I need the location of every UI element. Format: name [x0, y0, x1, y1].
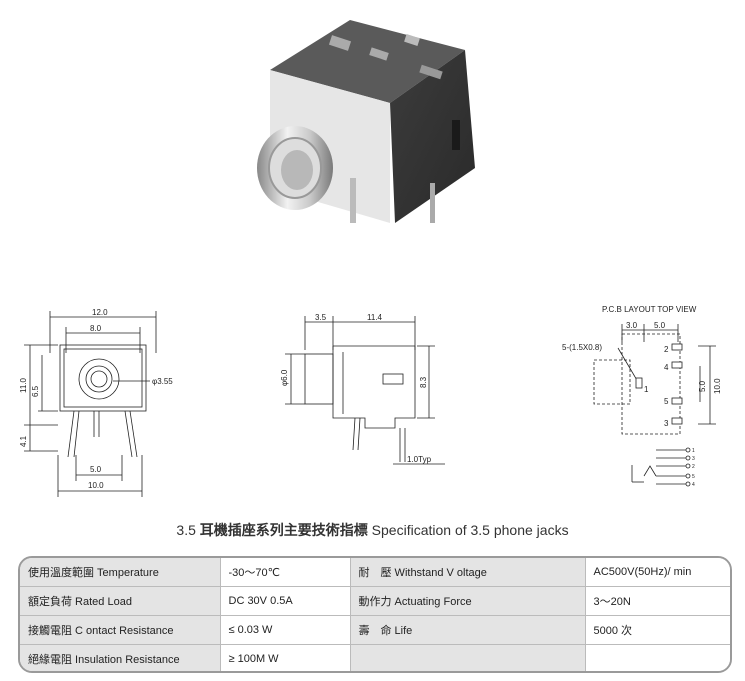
spec-label: 額定負荷 Rated Load [20, 586, 221, 616]
title-num: 3.5 [176, 522, 196, 538]
spec-value: DC 30V 0.5A [220, 586, 351, 616]
dim-hole-dia: φ3.55 [152, 377, 173, 386]
pcb-pin-label: 5 [664, 397, 669, 406]
dim-d2: 5.0 [654, 321, 666, 330]
title-zh: 耳機插座系列主要技術指標 [199, 522, 368, 538]
product-photo [257, 20, 475, 223]
spec-value: ≤ 0.03 W [220, 615, 351, 645]
dim-height-total: 11.0 [19, 377, 28, 393]
spec-value: 3～20N [585, 586, 730, 616]
dim-top-left: 3.5 [315, 313, 327, 322]
title-en: Specification of 3.5 phone jacks [371, 522, 569, 538]
dim-hole: 5-(1.5X0.8) [562, 343, 602, 352]
pcb-pin-label: 2 [664, 345, 669, 354]
dim-bottom-width: 10.0 [88, 481, 104, 490]
spec-table: 使用溫度範圍 Temperature -30～70℃ 耐 壓 Withstand… [18, 556, 732, 673]
spec-value: 5000 次 [585, 615, 730, 645]
spec-label: 使用溫度範圍 Temperature [20, 558, 221, 587]
dim-v1: 5.0 [698, 380, 707, 392]
pcb-pin-label: 4 [664, 363, 669, 372]
dim-inner-width: 8.0 [90, 324, 102, 333]
schematic-pin: 5 [692, 474, 695, 480]
spec-value: ≥ 100M W [220, 644, 351, 671]
pcb-layout-drawing: P.C.B LAYOUT TOP VIEW 3.0 5.0 5-(1.5X0.8… [562, 305, 722, 488]
spec-label [350, 644, 586, 671]
table-row: 使用溫度範圍 Temperature -30～70℃ 耐 壓 Withstand… [20, 558, 730, 587]
spec-value: -30～70℃ [220, 558, 351, 587]
spec-label: 壽 命 Life [350, 615, 586, 645]
dim-height-mid: 6.5 [31, 385, 40, 397]
schematic-pin: 4 [692, 482, 695, 488]
table-row: 額定負荷 Rated Load DC 30V 0.5A 動作力 Actuatin… [20, 586, 730, 616]
table-row: 接觸電阻 C ontact Resistance ≤ 0.03 W 壽 命 Li… [20, 615, 730, 645]
schematic-pin: 2 [692, 464, 695, 470]
dim-v2: 10.0 [713, 378, 722, 394]
pcb-pin-label: 3 [664, 419, 669, 428]
dim-d1: 3.0 [626, 321, 638, 330]
dim-top-width: 12.0 [92, 308, 108, 317]
side-view-drawing: 3.5 11.4 φ6.0 8.3 1.0Typ [280, 313, 445, 465]
dim-height-pin: 4.1 [19, 435, 28, 447]
table-row: 絕緣電阻 Insulation Resistance ≥ 100M W [20, 644, 730, 671]
dim-top-right: 11.4 [367, 313, 383, 322]
spec-label: 絕緣電阻 Insulation Resistance [20, 644, 221, 671]
spec-value [585, 644, 730, 671]
schematic-pin: 1 [692, 448, 695, 454]
dim-height-right: 8.3 [419, 376, 428, 388]
spec-value: AC500V(50Hz)/ min [585, 558, 730, 587]
spec-label: 接觸電阻 C ontact Resistance [20, 615, 221, 645]
dim-pin-typ: 1.0Typ [407, 455, 432, 464]
spec-title: 3.5 耳機插座系列主要技術指標 Specification of 3.5 ph… [0, 520, 745, 540]
front-view-drawing: 12.0 8.0 11.0 6.5 4.1 φ3.55 5.0 10.0 [19, 308, 173, 497]
dim-height-dia: φ6.0 [280, 369, 289, 386]
dim-bottom-inner: 5.0 [90, 465, 102, 474]
spec-label: 動作力 Actuating Force [350, 586, 586, 616]
spec-label: 耐 壓 Withstand V oltage [350, 558, 586, 587]
pcb-header: P.C.B LAYOUT TOP VIEW [602, 305, 697, 314]
pcb-pin-label: 1 [644, 385, 649, 394]
schematic-pin: 3 [692, 456, 695, 462]
